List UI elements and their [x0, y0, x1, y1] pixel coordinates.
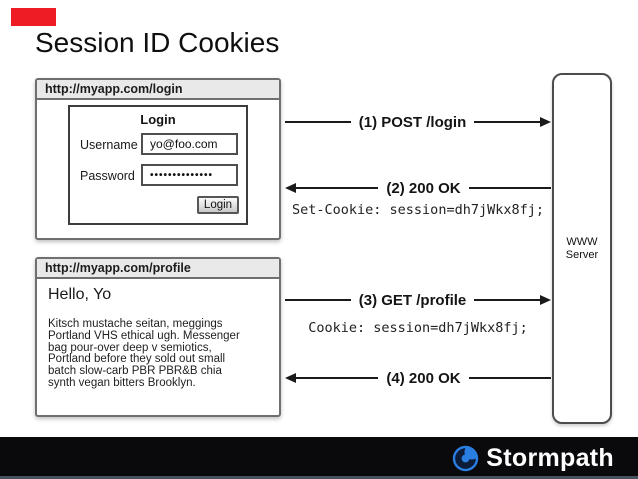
arrowhead-right-icon: [540, 295, 552, 305]
set-cookie-header-text: Set-Cookie: session=dh7jWkx8fj;: [292, 202, 544, 218]
arrow-200-ok-login: (2) 200 OK: [285, 178, 552, 198]
arrowhead-left-icon: [285, 373, 296, 383]
arrow-line: [474, 121, 540, 123]
arrow-200-ok-profile: (4) 200 OK: [285, 368, 552, 388]
red-accent-bar: [11, 8, 56, 26]
arrow-line: [468, 377, 552, 379]
profile-body-line: synth vegan bitters Brooklyn.: [48, 376, 196, 389]
profile-body-text: Kitsch mustache seitan, meggings Portlan…: [48, 318, 248, 390]
arrow-line: [285, 299, 351, 301]
profile-body-line: Portland VHS ethical ugh. Messenger: [48, 329, 240, 342]
login-url-bar: http://myapp.com/login: [37, 80, 279, 100]
server-label-line2: Server: [565, 248, 599, 261]
login-url-text: http://myapp.com/login: [45, 82, 183, 96]
stormpath-wordmark: Stormpath: [486, 443, 614, 472]
www-server-box: WWW Server: [552, 73, 612, 424]
login-form: Login Username yo@foo.com Password •••••…: [68, 105, 248, 225]
arrow-get-profile-label: (3) GET /profile: [358, 291, 467, 309]
username-label: Username: [80, 138, 138, 152]
server-label-line1: WWW: [566, 235, 598, 248]
password-field[interactable]: ••••••••••••••: [141, 164, 238, 186]
arrow-line: [296, 187, 379, 189]
arrow-line: [468, 187, 552, 189]
arrowhead-right-icon: [540, 117, 551, 127]
profile-greeting: Hello, Yo: [48, 286, 112, 303]
login-form-title: Login: [140, 112, 176, 127]
profile-url-text: http://myapp.com/profile: [45, 261, 191, 275]
profile-body-line: bag pour-over deep v semiotics,: [48, 341, 212, 354]
login-button[interactable]: Login: [197, 196, 239, 214]
page-title: Session ID Cookies: [35, 27, 280, 58]
stormpath-logo-icon: [453, 445, 479, 471]
arrow-200-ok-login-label: (2) 200 OK: [386, 179, 461, 197]
arrow-line: [296, 377, 379, 379]
cookie-header-text: Cookie: session=dh7jWkx8fj;: [308, 320, 528, 336]
arrow-line: [285, 121, 351, 123]
arrow-line: [474, 299, 541, 301]
username-field[interactable]: yo@foo.com: [141, 133, 238, 155]
arrowhead-left-icon: [285, 183, 296, 193]
arrow-post-login-label: (1) POST /login: [358, 113, 467, 131]
footer-bar: Stormpath: [0, 437, 638, 479]
arrow-post-login: (1) POST /login: [285, 112, 551, 132]
profile-body-line: Portland before they sold out small: [48, 353, 226, 366]
footer-bottom-edge: [0, 476, 638, 479]
profile-url-bar: http://myapp.com/profile: [37, 259, 279, 279]
profile-browser-window: http://myapp.com/profile Hello, Yo Kitsc…: [35, 257, 281, 417]
arrow-get-profile: (3) GET /profile: [285, 290, 552, 310]
profile-body-line: Kitsch mustache seitan, meggings: [48, 318, 223, 330]
login-browser-window: http://myapp.com/login Login Username yo…: [35, 78, 281, 240]
arrow-200-ok-profile-label: (4) 200 OK: [386, 369, 461, 387]
profile-body-line: batch slow-carb PBR PBR&B chia: [48, 365, 222, 378]
password-label: Password: [80, 169, 135, 183]
